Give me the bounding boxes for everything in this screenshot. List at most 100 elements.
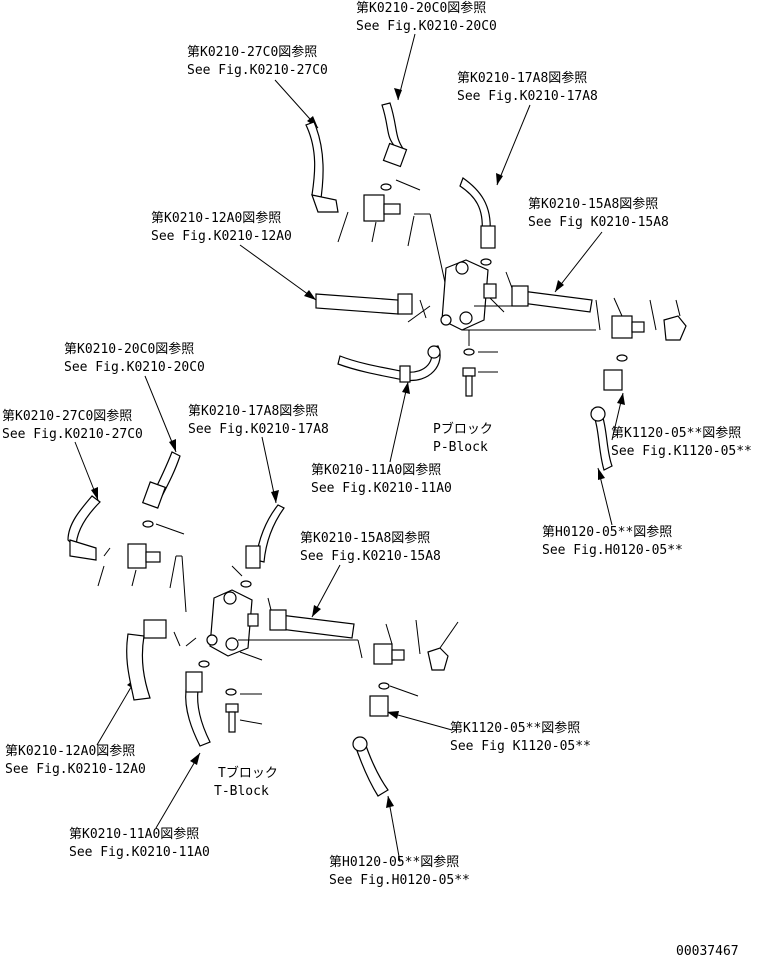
label-k0210-15a8-top-jp: 第K0210-15A8図参照 bbox=[528, 196, 658, 212]
hose-h0120-top bbox=[591, 407, 613, 471]
label-h0120-05-bot-en: See Fig.H0120-05** bbox=[329, 873, 470, 888]
washer-p-block bbox=[463, 348, 475, 356]
o-ring-top-2 bbox=[480, 258, 492, 266]
p-block-port-top bbox=[455, 261, 469, 275]
label-k0210-15a8-top-en: See Fig K0210-15A8 bbox=[528, 215, 669, 230]
fitting-17a8-top bbox=[480, 225, 496, 249]
bolt-shank-t-block bbox=[228, 711, 236, 733]
label-k0210-11a0-bot-jp: 第K0210-11A0図参照 bbox=[69, 826, 199, 842]
label-k1120-05-top-en: See Fig.K1120-05** bbox=[611, 444, 752, 459]
bolt-shank-p-block bbox=[465, 375, 473, 397]
label-k0210-20c0-mid-jp: 第K0210-20C0図参照 bbox=[64, 341, 194, 357]
tee-fitting-right-bot bbox=[373, 643, 393, 665]
leader-lines bbox=[74, 33, 625, 863]
o-ring-mid-1 bbox=[142, 520, 154, 528]
t-block-side-port bbox=[247, 613, 259, 627]
o-ring-right-top bbox=[616, 354, 628, 362]
bolt-head-p-block bbox=[462, 367, 476, 377]
tee-fitting-right-arm bbox=[631, 321, 645, 333]
label-h0120-05-top-jp: 第H0120-05**図参照 bbox=[542, 524, 672, 540]
t-block-assembly bbox=[67, 451, 459, 797]
fitting-15a8-bot bbox=[269, 609, 287, 631]
p-block-assembly bbox=[305, 102, 687, 471]
label-k0210-15a8-bot-en: See Fig.K0210-15A8 bbox=[300, 549, 441, 564]
t-block-port-top bbox=[223, 591, 237, 605]
hose-end-h0120-top bbox=[590, 406, 606, 422]
hose-27c0-top bbox=[305, 121, 324, 207]
label-h0120-05-bot-jp: 第H0120-05**図参照 bbox=[329, 854, 459, 870]
fitting-20c0-top bbox=[382, 142, 408, 168]
label-k1120-05-bot-jp: 第K1120-05**図参照 bbox=[450, 720, 580, 736]
label-k0210-27c0-top-jp: 第K0210-27C0図参照 bbox=[187, 44, 317, 60]
label-k0210-27c0-mid-en: See Fig.K0210-27C0 bbox=[2, 427, 143, 442]
label-pblock-jp: Pブロック bbox=[433, 421, 493, 437]
label-k0210-17a8-top-en: See Fig.K0210-17A8 bbox=[457, 89, 598, 104]
label-k0210-12a0-top-en: See Fig.K0210-12A0 bbox=[151, 229, 292, 244]
leader-12a0-bot bbox=[96, 676, 138, 746]
leader-11a0-bot bbox=[155, 752, 201, 829]
drawing-number: 00037467 bbox=[676, 944, 739, 959]
fitting-k1120-top bbox=[603, 369, 623, 391]
leader-15a8-top bbox=[554, 231, 603, 293]
p-block-port-front bbox=[459, 311, 473, 325]
o-ring-top-1 bbox=[380, 183, 392, 191]
hose-12a0-bot bbox=[126, 633, 151, 701]
leader-11a0-top bbox=[389, 381, 409, 463]
hose-17a8-mid bbox=[255, 504, 285, 563]
label-k0210-12a0-bot-en: See Fig.K0210-12A0 bbox=[5, 762, 146, 777]
hose-11a0-top bbox=[337, 345, 441, 382]
elbow-27c0-mid bbox=[69, 539, 97, 561]
fitting-12a0-top bbox=[397, 293, 413, 315]
label-k0210-20c0-top-jp: 第K0210-20C0図参照 bbox=[356, 0, 486, 16]
cap-nut-top bbox=[663, 315, 687, 341]
elbow-27c0-top bbox=[311, 194, 339, 213]
tee-fitting-mid bbox=[127, 543, 147, 569]
tee-fitting-arm-top bbox=[383, 203, 401, 215]
bolt-head-t-block bbox=[225, 703, 239, 713]
hose-20c0-top bbox=[381, 102, 406, 151]
tee-fitting-top bbox=[363, 194, 385, 222]
label-k0210-20c0-top-en: See Fig.K0210-20C0 bbox=[356, 19, 497, 34]
label-h0120-05-top-en: See Fig.H0120-05** bbox=[542, 543, 683, 558]
tee-fitting-right-arm-bot bbox=[391, 649, 405, 661]
tee-fitting-arm-mid bbox=[145, 551, 161, 563]
leader-12a0-top bbox=[239, 244, 317, 301]
hose-12a0-top bbox=[315, 293, 399, 315]
label-k0210-11a0-top-en: See Fig.K0210-11A0 bbox=[311, 481, 452, 496]
hose-17a8-top bbox=[459, 177, 491, 233]
label-k0210-17a8-mid-jp: 第K0210-17A8図参照 bbox=[188, 403, 318, 419]
hose-11a0-clamp bbox=[399, 365, 411, 383]
o-ring-mid-3 bbox=[198, 660, 210, 668]
o-ring-mid-2 bbox=[240, 580, 252, 588]
washer-t-block bbox=[225, 688, 237, 696]
label-k0210-27c0-mid-jp: 第K0210-27C0図参照 bbox=[2, 408, 132, 424]
hose-h0120-bot bbox=[353, 739, 389, 797]
label-tblock-jp: Tブロック bbox=[218, 765, 278, 781]
label-k1120-05-top-jp: 第K1120-05**図参照 bbox=[611, 425, 741, 441]
o-ring-right-bot bbox=[378, 682, 390, 690]
t-block-port-front bbox=[225, 637, 239, 651]
tee-fitting-right-top bbox=[611, 315, 633, 339]
fitting-20c0-mid bbox=[141, 481, 167, 509]
label-k0210-27c0-top-en: See Fig.K0210-27C0 bbox=[187, 63, 328, 78]
hose-11a0-bot bbox=[185, 689, 211, 747]
label-k0210-11a0-bot-en: See Fig.K0210-11A0 bbox=[69, 845, 210, 860]
leader-20c0-mid bbox=[144, 375, 177, 453]
label-k1120-05-bot-en: See Fig K1120-05** bbox=[450, 739, 591, 754]
p-block-port-left bbox=[440, 314, 452, 326]
label-k0210-11a0-top-jp: 第K0210-11A0図参照 bbox=[311, 462, 441, 478]
p-block-side-port bbox=[483, 283, 497, 299]
label-k0210-17a8-top-jp: 第K0210-17A8図参照 bbox=[457, 70, 587, 86]
hose-27c0-mid bbox=[67, 495, 101, 550]
label-k0210-17a8-mid-en: See Fig.K0210-17A8 bbox=[188, 422, 329, 437]
label-k0210-12a0-bot-jp: 第K0210-12A0図参照 bbox=[5, 743, 135, 759]
fitting-11a0-bot bbox=[185, 671, 203, 693]
fitting-k1120-bot bbox=[369, 695, 389, 717]
label-k0210-20c0-mid-en: See Fig.K0210-20C0 bbox=[64, 360, 205, 375]
label-tblock-en: T-Block bbox=[214, 784, 269, 799]
hose-11a0-end bbox=[427, 345, 441, 359]
label-k0210-15a8-bot-jp: 第K0210-15A8図参照 bbox=[300, 530, 430, 546]
label-pblock-en: P-Block bbox=[433, 440, 488, 455]
